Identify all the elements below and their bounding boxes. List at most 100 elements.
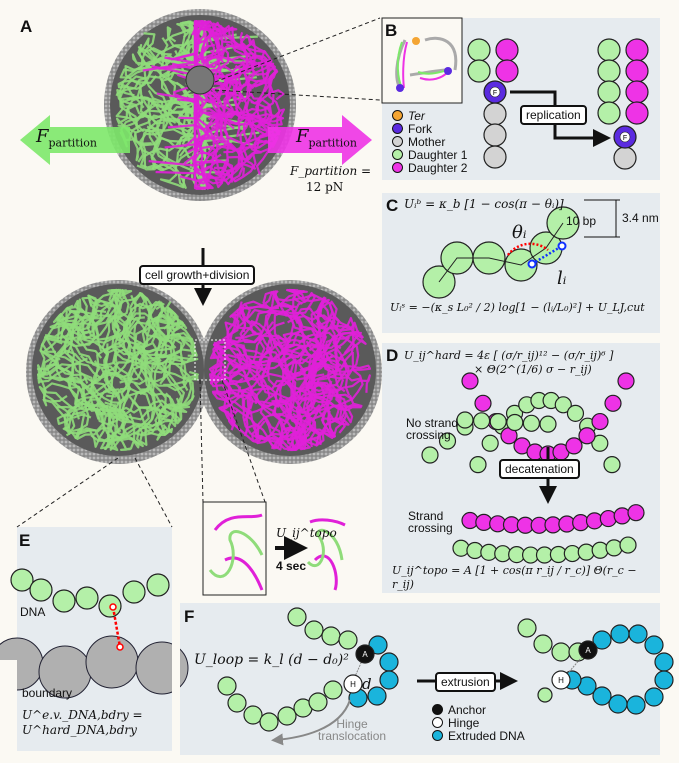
hinge-translocation-arrow	[271, 699, 351, 746]
magenta-bead-d	[565, 437, 583, 455]
dna-center	[109, 603, 117, 611]
legend-item: Mother	[392, 134, 467, 149]
bead-circle	[554, 396, 572, 414]
bond-length	[531, 244, 563, 266]
bead-circle	[627, 504, 645, 522]
bead-letter: A	[585, 646, 591, 655]
bead-circle	[522, 414, 541, 432]
daughter1-bead	[597, 38, 621, 62]
green-bead-d	[456, 411, 474, 429]
extruded-bead	[626, 695, 646, 715]
legend-label: Mother	[408, 134, 446, 149]
fork-inner	[619, 131, 631, 143]
force-right-label: Fpartition	[296, 126, 357, 150]
bead-letter: A	[362, 650, 368, 659]
bead-circle	[474, 394, 492, 412]
fork-marker	[444, 67, 452, 75]
loop-formula: U_loop = k_l (d − d₀)²	[194, 652, 349, 668]
force-value-label: F_partition =	[290, 164, 372, 178]
dna-bead-f	[277, 706, 297, 726]
legend-swatch	[392, 136, 403, 147]
legend-item: Daughter 2	[392, 161, 467, 175]
bead-circle	[483, 102, 507, 126]
chromosome-strand	[55, 304, 96, 340]
daughter2-bead	[625, 59, 649, 83]
extruded-bead	[379, 652, 399, 672]
chromosome-strand	[119, 75, 174, 133]
green-bead-d	[522, 414, 541, 432]
topo-strand-after	[309, 518, 346, 591]
topo-strand-after	[306, 528, 344, 567]
chromosome-strand	[133, 345, 185, 421]
extruded-bead	[368, 635, 388, 655]
bead-circle	[308, 692, 328, 712]
legend-label: Fork	[408, 121, 432, 136]
bead-circle	[495, 38, 519, 62]
daughter1-bead	[597, 101, 621, 125]
bead-circle	[566, 404, 585, 422]
bead-circle	[452, 539, 470, 557]
extrusion-label: extrusion	[435, 672, 496, 692]
bead-circle	[654, 670, 674, 690]
magenta-bead-d	[461, 372, 479, 390]
magenta-bead-d	[604, 394, 622, 412]
bead-circle	[483, 123, 507, 147]
chromosome-strand	[133, 388, 188, 432]
chromosome-strand	[212, 386, 288, 424]
chromosome-strand	[170, 26, 257, 61]
panel-label-e: E	[19, 531, 31, 550]
chromosome-strand	[266, 349, 325, 388]
bead-circle	[489, 413, 507, 431]
force-left-label: Fpartition	[36, 126, 97, 150]
chromosome-strand	[154, 379, 193, 441]
time-label: 4 sec	[276, 559, 307, 573]
mask	[0, 660, 17, 760]
bead-circle	[578, 640, 598, 660]
partition-arrow-right	[268, 115, 372, 165]
bead-circle	[438, 432, 457, 450]
chromosome-strand	[191, 157, 234, 182]
legend-swatch	[392, 110, 403, 121]
dna-bead-f	[308, 692, 328, 712]
b-inset-box	[381, 17, 463, 104]
topo-formula: U_ij^topo = A [1 + cos(π r_ij / r_c)] Θ(…	[392, 564, 637, 591]
chromosome-strand	[147, 99, 193, 172]
legend-swatch	[392, 162, 403, 173]
chromosome-strand	[131, 382, 182, 425]
bead-circle	[29, 578, 53, 602]
legend-label: Ter	[408, 108, 425, 123]
dna-label: DNA	[20, 605, 46, 619]
mother-bead	[483, 123, 507, 147]
daughter2-bead	[625, 80, 649, 104]
bead-circle	[368, 635, 388, 655]
bead-circle	[517, 618, 537, 638]
dna-bead-f	[217, 676, 237, 696]
chromosome-strand	[209, 309, 261, 365]
chromosome-strand	[92, 288, 120, 356]
green-bead-d	[539, 415, 557, 433]
boundary-center	[116, 643, 124, 651]
green-bead-d	[619, 536, 637, 554]
dna-bead-f	[321, 626, 341, 646]
magenta-bead-d	[617, 372, 635, 390]
fork-letter: F	[493, 90, 497, 97]
dna-bead-e	[29, 578, 53, 602]
bead-circle	[483, 145, 507, 169]
bead-circle	[597, 101, 621, 125]
chromosome-strand	[193, 137, 228, 190]
chromosome-strand	[209, 375, 242, 432]
bead-circle	[610, 624, 630, 644]
bead-circle	[625, 80, 649, 104]
dna-bead-f	[338, 630, 358, 650]
chromosome-strand	[263, 358, 297, 441]
chromosome-strand	[282, 368, 348, 434]
size-bracket	[584, 199, 620, 238]
d-label: d	[362, 675, 372, 693]
legend-label: Hinge	[448, 715, 480, 730]
dna-bead-e	[75, 586, 99, 610]
dna-bead-f	[227, 693, 247, 713]
boundary-label: boundary	[22, 686, 73, 700]
bead-circle	[597, 80, 621, 104]
chromosome-strand	[156, 301, 195, 401]
chromosome-strand	[283, 346, 346, 434]
